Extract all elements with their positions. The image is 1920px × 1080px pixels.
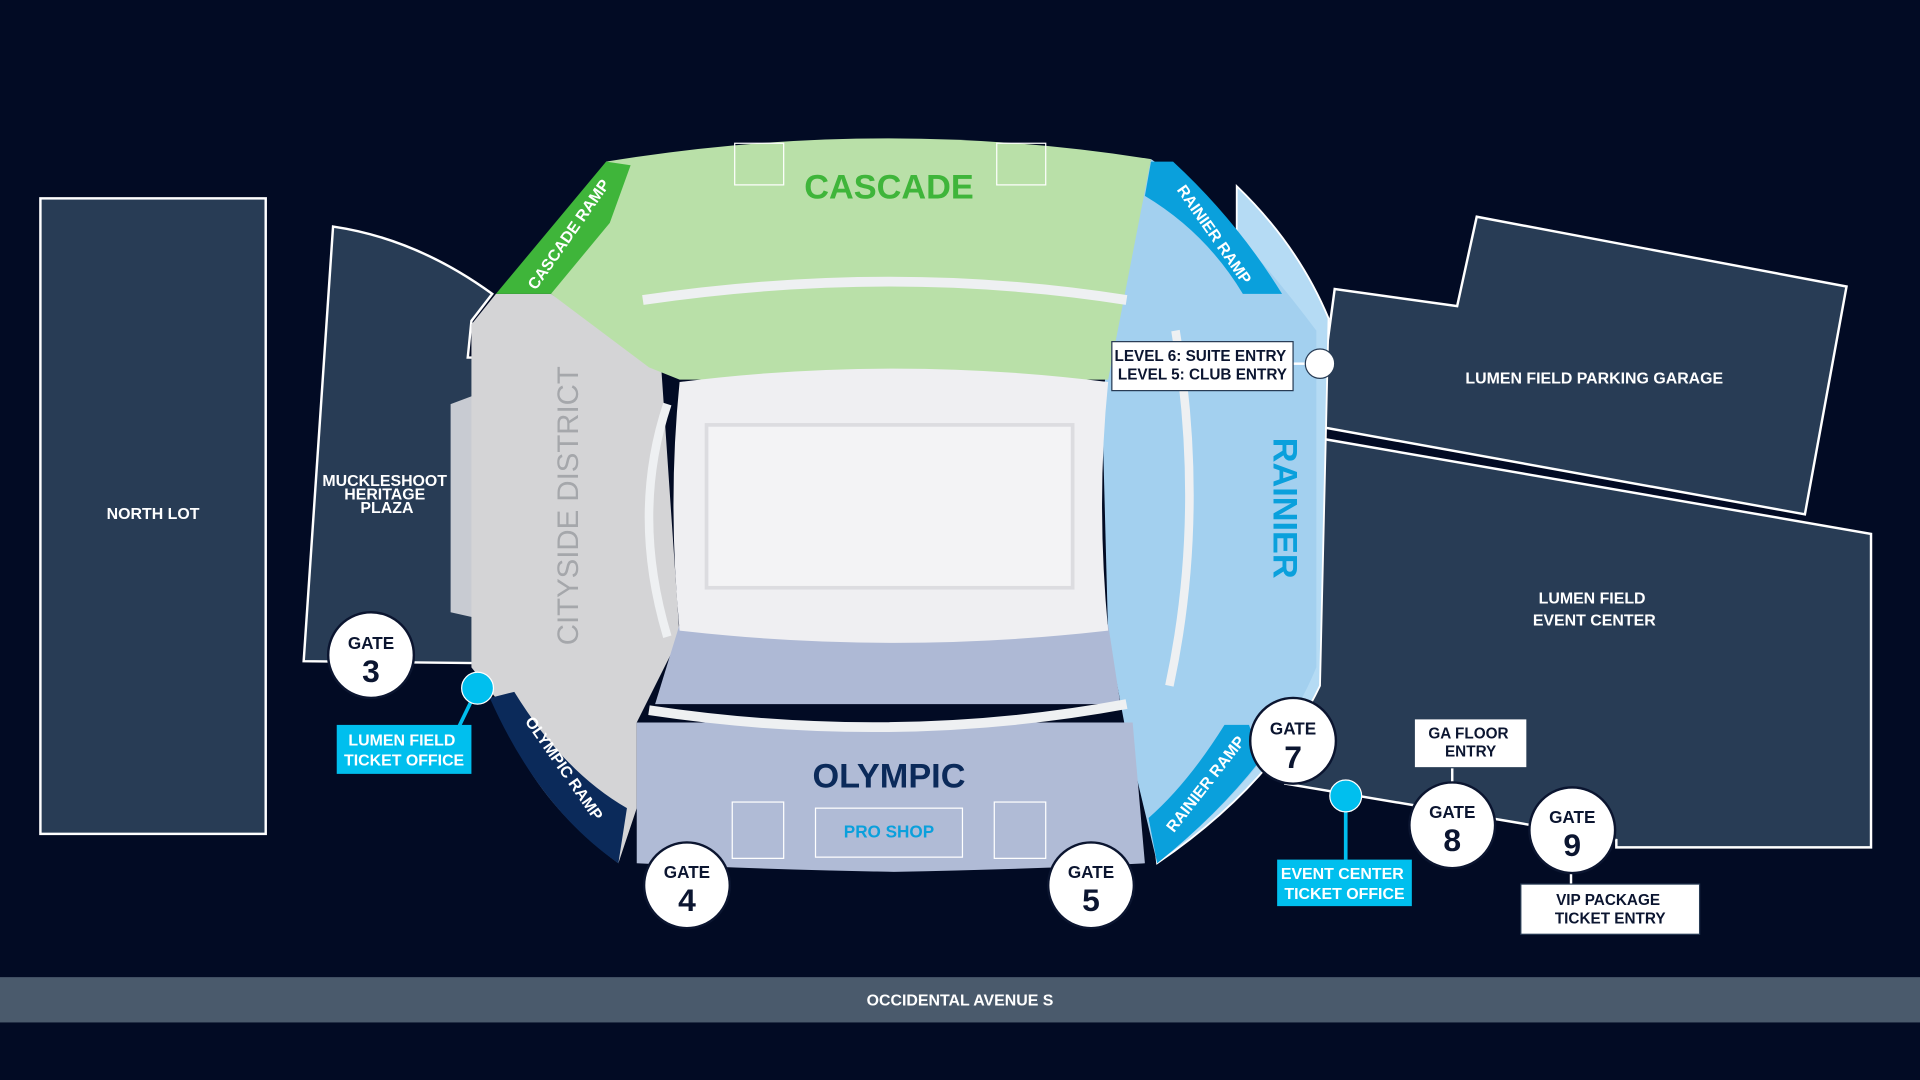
gate-3[interactable]: GATE 3 — [326, 611, 416, 700]
parking-garage-label: LUMEN FIELD PARKING GARAGE — [1465, 370, 1723, 387]
gate-marker-icon — [1528, 786, 1617, 875]
gate-5[interactable]: GATE 5 — [1046, 841, 1136, 930]
playing-field — [704, 423, 1075, 590]
svg-text:EVENT CENTER TICKET OFFI: EVENT CENTER TICKET OFFICE — [1281, 866, 1408, 903]
gate-9[interactable]: GATE 9 — [1528, 786, 1617, 875]
svg-text:LUMEN FIELD EVENT CENTER: LUMEN FIELD EVENT CENTER — [1533, 591, 1656, 630]
parking-garage[interactable]: LUMEN FIELD PARKING GARAGE — [1314, 215, 1848, 516]
gate-marker-icon — [1248, 696, 1338, 785]
north-lot-label: NORTH LOT — [107, 506, 200, 523]
gate-8-number: 8 — [1443, 822, 1461, 858]
gate-7[interactable]: GATE 7 — [1248, 696, 1338, 785]
lumen-ticket-office-label-2: TICKET OFFICE — [344, 752, 464, 769]
vip-label-1: VIP PACKAGE — [1556, 892, 1660, 909]
gate-marker-icon — [642, 841, 732, 930]
ticket-office-marker-icon — [461, 671, 495, 705]
street-label: OCCIDENTAL AVENUE S — [867, 992, 1054, 1009]
cityside-label: CITYSIDE DISTRICT — [552, 366, 585, 645]
ticket-office-marker-icon — [1329, 779, 1363, 813]
ga-floor-label-1: GA FLOOR — [1428, 725, 1508, 742]
gate-9-number: 9 — [1563, 827, 1581, 863]
gate-8-label: GATE — [1429, 802, 1475, 822]
gate-8[interactable]: GATE 8 — [1408, 781, 1497, 870]
gate-marker-icon — [326, 611, 416, 700]
event-center-label-2: EVENT CENTER — [1533, 613, 1656, 630]
gate-7-number: 7 — [1284, 739, 1302, 775]
club-entry-label: LEVEL 5: CLUB ENTRY — [1118, 367, 1287, 384]
gate-4-number: 4 — [678, 882, 696, 918]
pro-shop-label: PRO SHOP — [844, 822, 934, 842]
section-rainier[interactable] — [1102, 159, 1317, 864]
entry-marker-icon — [1304, 348, 1336, 379]
event-center-label-1: LUMEN FIELD — [1539, 591, 1646, 608]
vip-label-2: TICKET ENTRY — [1555, 910, 1666, 927]
plaza-label-3: PLAZA — [360, 500, 414, 517]
rainier-label: RAINIER — [1265, 438, 1303, 579]
street-occidental — [0, 977, 1920, 1023]
event-ticket-office-label-1: EVENT CENTER — [1281, 866, 1404, 883]
cascade-label: CASCADE — [804, 168, 973, 206]
olympic-ramp[interactable] — [489, 691, 627, 864]
section-cascade[interactable] — [551, 138, 1152, 380]
gate-5-label: GATE — [1068, 862, 1114, 882]
suite-club-entry-callout[interactable]: LEVEL 6: SUITE ENTRY LEVEL 5: CLUB ENTRY — [1111, 341, 1336, 392]
event-center-ticket-office[interactable]: EVENT CENTER TICKET OFFICE — [1277, 779, 1412, 907]
north-lot[interactable]: NORTH LOT — [39, 197, 267, 836]
ga-floor-label-2: ENTRY — [1445, 744, 1496, 761]
gate-3-number: 3 — [362, 653, 380, 689]
svg-text:MUCKLESHOOT HERITAGE: MUCKLESHOOT HERITAGE PLAZA — [322, 473, 451, 517]
lumen-ticket-office[interactable]: LUMEN FIELD TICKET OFFICE — [336, 671, 495, 774]
event-ticket-office-label-2: TICKET OFFICE — [1284, 886, 1404, 903]
plaza-label-1: MUCKLESHOOT — [322, 473, 447, 490]
gate-marker-icon — [1046, 841, 1136, 930]
lumen-ticket-office-label-1: LUMEN FIELD — [348, 733, 455, 750]
gate-4-label: GATE — [664, 862, 710, 882]
suite-entry-label: LEVEL 6: SUITE ENTRY — [1114, 348, 1286, 365]
olympic-label: OLYMPIC — [812, 757, 965, 795]
rainier-ramp-top[interactable] — [1144, 161, 1283, 294]
gate-7-label: GATE — [1270, 719, 1316, 739]
svg-text:GA FLOOR ENTRY: GA FLOOR ENTRY — [1428, 725, 1512, 760]
rainier-ramp-bottom[interactable] — [1148, 724, 1262, 864]
gate-marker-icon — [1408, 781, 1497, 870]
svg-text:LEVEL 6: SUITE ENTRY LEV: LEVEL 6: SUITE ENTRY LEVEL 5: CLUB ENTRY — [1114, 348, 1290, 383]
gate-4[interactable]: GATE 4 — [642, 841, 732, 930]
vip-entry-callout[interactable]: VIP PACKAGE TICKET ENTRY — [1520, 863, 1701, 935]
cascade-ramp[interactable] — [495, 161, 631, 294]
ga-floor-entry-callout[interactable]: GA FLOOR ENTRY — [1413, 718, 1528, 790]
svg-text:LUMEN FIELD TICKET OFFIC: LUMEN FIELD TICKET OFFICE — [344, 733, 464, 770]
gate-3-label: GATE — [348, 633, 394, 653]
stadium: CASCADE RAMP RAINIER RAMP RAINIER RAMP O… — [471, 138, 1330, 872]
gate-9-label: GATE — [1549, 807, 1595, 827]
pro-shop[interactable] — [814, 807, 964, 858]
plaza-label-2: HERITAGE — [344, 487, 425, 504]
gate-5-number: 5 — [1082, 882, 1100, 918]
svg-text:VIP PACKAGE TICKET ENTRY: VIP PACKAGE TICKET ENTRY — [1555, 892, 1666, 927]
